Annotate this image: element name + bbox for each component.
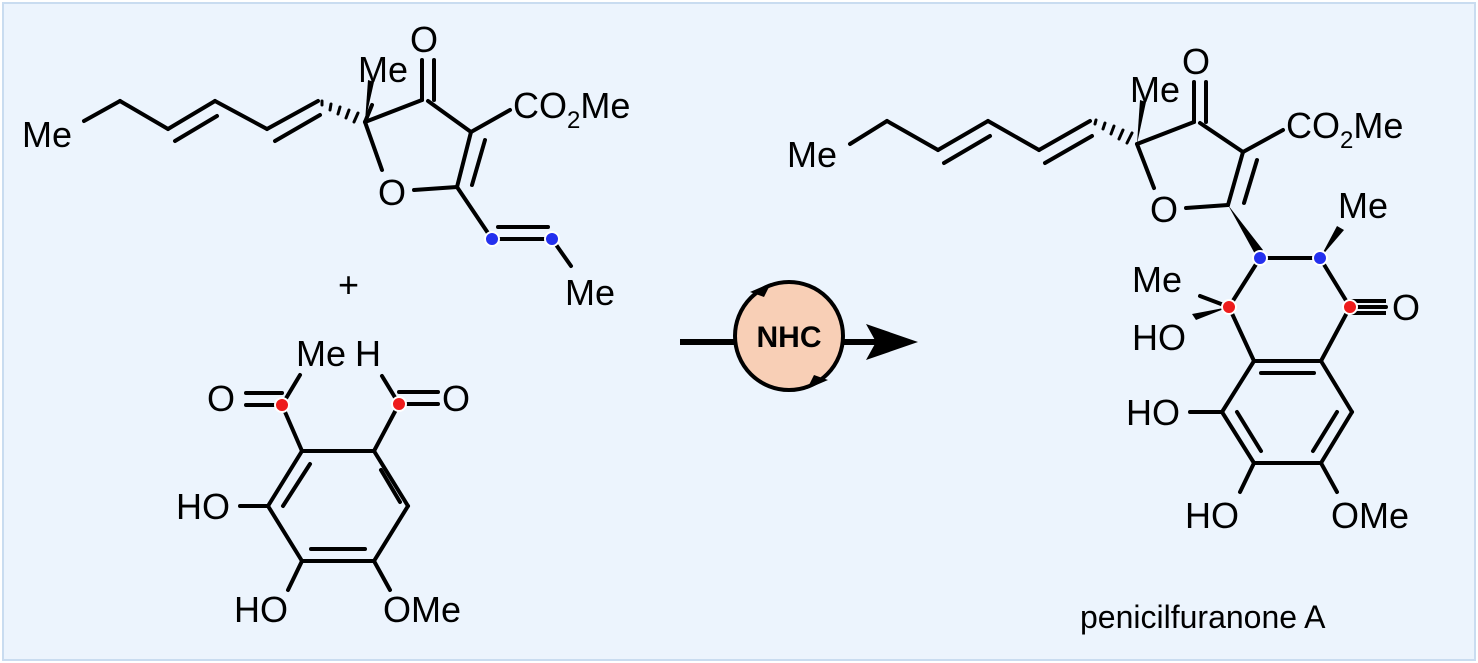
product-structure bbox=[848, 80, 1388, 494]
product-hydroxy-c-label: HO bbox=[1132, 317, 1186, 358]
product-wedge-n-methyl bbox=[1320, 226, 1344, 258]
product-marker-blue-1 bbox=[1252, 250, 1268, 266]
furanone-propenyl-methyl-label: Me bbox=[565, 272, 615, 313]
product-lactone-oxygen-label: O bbox=[1392, 287, 1420, 328]
furanone-ester-label: CO2Me bbox=[513, 85, 630, 134]
furanone-ring-oxygen-label: O bbox=[378, 172, 406, 213]
product-methoxy-label: OMe bbox=[1331, 495, 1409, 536]
catalyst-cycle bbox=[733, 280, 845, 392]
product-ester-label: CO2Me bbox=[1286, 105, 1403, 154]
furanone-oxo-label: O bbox=[410, 19, 438, 60]
plus-sign: + bbox=[338, 264, 359, 305]
benzene-hydroxy-label-1: HO bbox=[176, 486, 230, 527]
product-hydroxy-label-1: HO bbox=[1126, 392, 1180, 433]
product-wedge-hydroxy bbox=[1192, 307, 1229, 320]
benzene-acetyl-marker bbox=[274, 397, 290, 413]
benzene-formyl-h-label: H bbox=[355, 333, 381, 374]
product-marker-blue-2 bbox=[1312, 250, 1328, 266]
furanone-methyl-label: Me bbox=[358, 49, 408, 90]
furanone-alkene-marker-2 bbox=[544, 231, 560, 247]
furanone-alkene-marker-1 bbox=[484, 231, 500, 247]
benzene-formyl-oxygen-label: O bbox=[442, 378, 470, 419]
benzene-hydroxy-label-2: HO bbox=[234, 589, 288, 630]
benzene-acetyl-methyl-label: Me bbox=[296, 333, 346, 374]
product-oxo-label: O bbox=[1182, 41, 1210, 82]
reactant-benzene bbox=[238, 373, 440, 592]
product-marker-red-1 bbox=[1221, 299, 1237, 315]
product-n-methyl-label: Me bbox=[1338, 185, 1388, 226]
product-marker-red-2 bbox=[1342, 299, 1358, 315]
cycle-arrowhead-bottom-icon bbox=[807, 375, 828, 389]
product-chain-methyl-label: Me bbox=[787, 134, 837, 175]
product-hydroxy-label-2: HO bbox=[1185, 495, 1239, 536]
benzene-acetyl-oxygen-label: O bbox=[207, 378, 235, 419]
reactant-furanone bbox=[82, 58, 573, 268]
cycle-arrowhead-top-icon bbox=[750, 283, 771, 297]
product-methyl-quat-label: Me bbox=[1130, 69, 1180, 110]
product-c-methyl-label: Me bbox=[1132, 259, 1182, 300]
product-wedge-ring-junction bbox=[1228, 205, 1263, 254]
furanone-wedge-methyl bbox=[365, 80, 374, 122]
product-name-caption: penicilfuranone A bbox=[1080, 599, 1326, 635]
benzene-formyl-marker bbox=[391, 396, 407, 412]
catalyst-label: NHC bbox=[757, 321, 822, 354]
benzene-methoxy-label: OMe bbox=[383, 589, 461, 630]
product-wedge-quat-methyl bbox=[1137, 100, 1146, 144]
product-ring-oxygen-label: O bbox=[1150, 189, 1178, 230]
furanone-chain-methyl-label: Me bbox=[22, 114, 72, 155]
